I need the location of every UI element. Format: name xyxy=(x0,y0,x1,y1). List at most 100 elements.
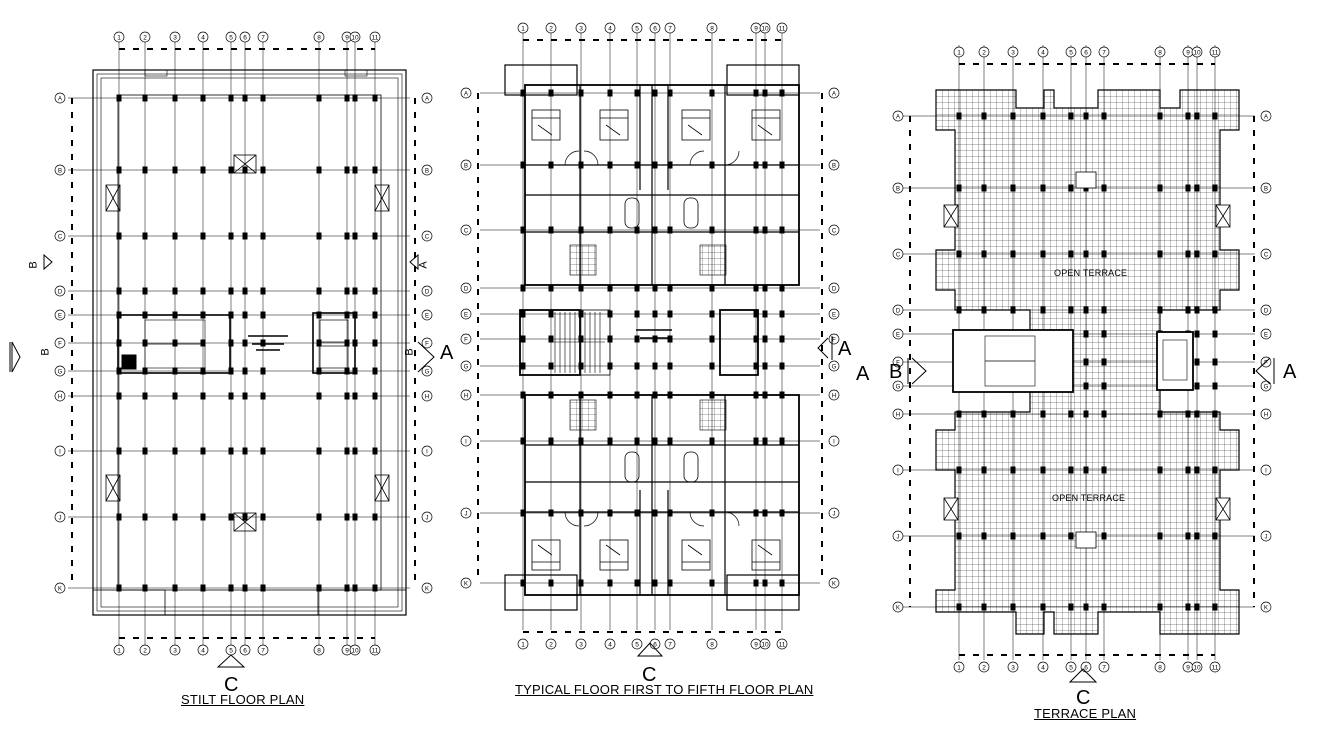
structural-column xyxy=(779,89,785,97)
grid-label-row: F xyxy=(832,337,836,343)
grid-label-row: B xyxy=(896,186,900,192)
grid-label-col: 4 xyxy=(201,35,205,42)
structural-column xyxy=(142,447,148,455)
structural-column xyxy=(172,166,178,174)
grid-bubble-col xyxy=(1191,661,1203,673)
structural-column xyxy=(172,339,178,347)
grid-label-row: H xyxy=(464,393,468,399)
grid-bubble-row xyxy=(421,309,433,321)
grid-label-col: 10 xyxy=(1193,50,1201,57)
grid-bubble-row xyxy=(54,445,66,457)
structural-column xyxy=(578,89,584,97)
grid-label-row: A xyxy=(58,96,62,102)
grid-bubble-row xyxy=(54,164,66,176)
structural-column xyxy=(709,226,715,234)
grid-bubble-row xyxy=(892,464,904,476)
stilt-floor-plan-title: STILT FLOOR PLAN xyxy=(181,692,305,707)
section-mark-c-stilt: C xyxy=(224,674,239,696)
grid-label-row: E xyxy=(1264,332,1268,338)
grid-bubble-col xyxy=(197,31,209,43)
structural-column xyxy=(200,392,206,400)
grid-label-col: 9 xyxy=(345,35,349,42)
grid-bubble-row xyxy=(54,365,66,377)
structural-column xyxy=(753,362,759,370)
structural-column xyxy=(634,437,640,445)
structural-column xyxy=(607,579,613,587)
terrace-section-marks xyxy=(907,357,1275,683)
structural-column xyxy=(116,232,122,240)
structural-column xyxy=(372,232,378,240)
grid-bubble-col xyxy=(664,22,676,34)
structural-column xyxy=(242,232,248,240)
grid-bubble-col xyxy=(113,31,125,43)
structural-column xyxy=(753,284,759,292)
structural-column xyxy=(667,437,673,445)
structural-column xyxy=(779,437,785,445)
grid-label-row: K xyxy=(832,581,836,587)
grid-bubble-row xyxy=(54,309,66,321)
structural-column xyxy=(667,284,673,292)
structural-column xyxy=(667,509,673,517)
grid-label-row: F xyxy=(464,337,468,343)
structural-column xyxy=(352,94,358,102)
grid-label-col: 1 xyxy=(957,50,961,57)
structural-column xyxy=(753,310,759,318)
structural-column xyxy=(200,584,206,592)
structural-column xyxy=(316,339,322,347)
grid-bubble-row xyxy=(460,360,472,372)
structural-column xyxy=(116,339,122,347)
structural-column xyxy=(634,579,640,587)
structural-column xyxy=(779,284,785,292)
section-mark-c-terrace: C xyxy=(1076,687,1091,709)
grid-bubble-col xyxy=(1037,661,1049,673)
structural-column xyxy=(142,287,148,295)
grid-label-col: 3 xyxy=(579,26,583,33)
grid-label-col: 10 xyxy=(1193,665,1201,672)
structural-column xyxy=(316,392,322,400)
structural-column xyxy=(228,392,234,400)
structural-column xyxy=(652,362,658,370)
section-mark-a-stilt: A xyxy=(440,342,454,364)
grid-bubble-col xyxy=(349,644,361,656)
grid-label-col: 5 xyxy=(635,26,639,33)
structural-column xyxy=(228,287,234,295)
structural-column xyxy=(344,392,350,400)
grid-bubble-row xyxy=(421,337,433,349)
structural-column xyxy=(753,226,759,234)
structural-column xyxy=(578,362,584,370)
grid-bubble-row xyxy=(54,582,66,594)
grid-label-row: G xyxy=(425,369,430,375)
structural-column xyxy=(344,287,350,295)
structural-column xyxy=(1194,330,1200,338)
grid-label-row: F xyxy=(425,341,429,347)
grid-label-row: G xyxy=(832,364,837,370)
grid-label-row: H xyxy=(1264,412,1268,418)
grid-label-col: 10 xyxy=(351,648,359,655)
structural-column xyxy=(652,226,658,234)
grid-label-row: K xyxy=(58,586,62,592)
grid-bubble-row xyxy=(421,365,433,377)
structural-column xyxy=(242,447,248,455)
structural-column xyxy=(228,513,234,521)
section-mark-a-typical-2: A xyxy=(856,363,870,385)
grid-label-col: 1 xyxy=(957,665,961,672)
section-mark-b-stilt-mid: B xyxy=(39,348,52,356)
grid-bubble-row xyxy=(892,182,904,194)
grid-bubble-col xyxy=(545,22,557,34)
grid-label-row: G xyxy=(58,369,63,375)
grid-label-col: 7 xyxy=(1102,665,1106,672)
structural-column xyxy=(520,509,526,517)
grid-bubble-col xyxy=(257,644,269,656)
structural-column xyxy=(344,311,350,319)
structural-column xyxy=(652,310,658,318)
structural-column xyxy=(260,166,266,174)
grid-label-row: B xyxy=(425,168,429,174)
structural-column xyxy=(372,166,378,174)
grid-label-col: 3 xyxy=(173,648,177,655)
grid-label-row: I xyxy=(465,439,467,445)
structural-column xyxy=(242,367,248,375)
